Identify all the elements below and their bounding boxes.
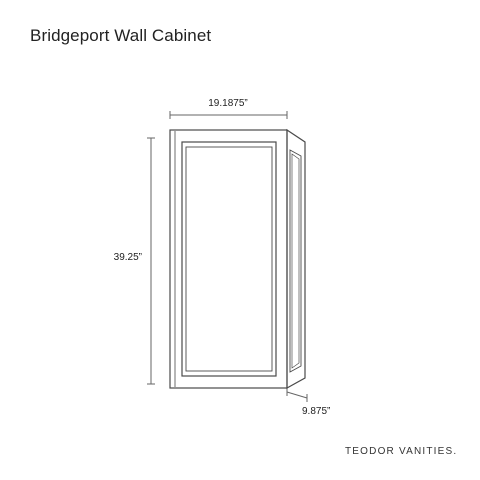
side-panel-outer: [289, 149, 302, 373]
cabinet-front: [169, 129, 288, 389]
width-label: 19.1875”: [208, 98, 247, 109]
page-title: Bridgeport Wall Cabinet: [30, 26, 212, 45]
cabinet-side: [286, 128, 306, 390]
brand-logo: TEODOR VANITIES.: [345, 446, 458, 457]
door-panel-inner: [185, 146, 273, 372]
height-dimension: 39.25”: [114, 137, 155, 385]
depth-label: 9.875”: [302, 406, 330, 417]
width-dimension: 19.1875”: [169, 98, 288, 119]
height-label: 39.25”: [114, 252, 142, 263]
depth-dimension: 9.875”: [286, 388, 330, 417]
side-panel-inner: [291, 153, 300, 369]
door-panel-outer: [181, 141, 277, 377]
